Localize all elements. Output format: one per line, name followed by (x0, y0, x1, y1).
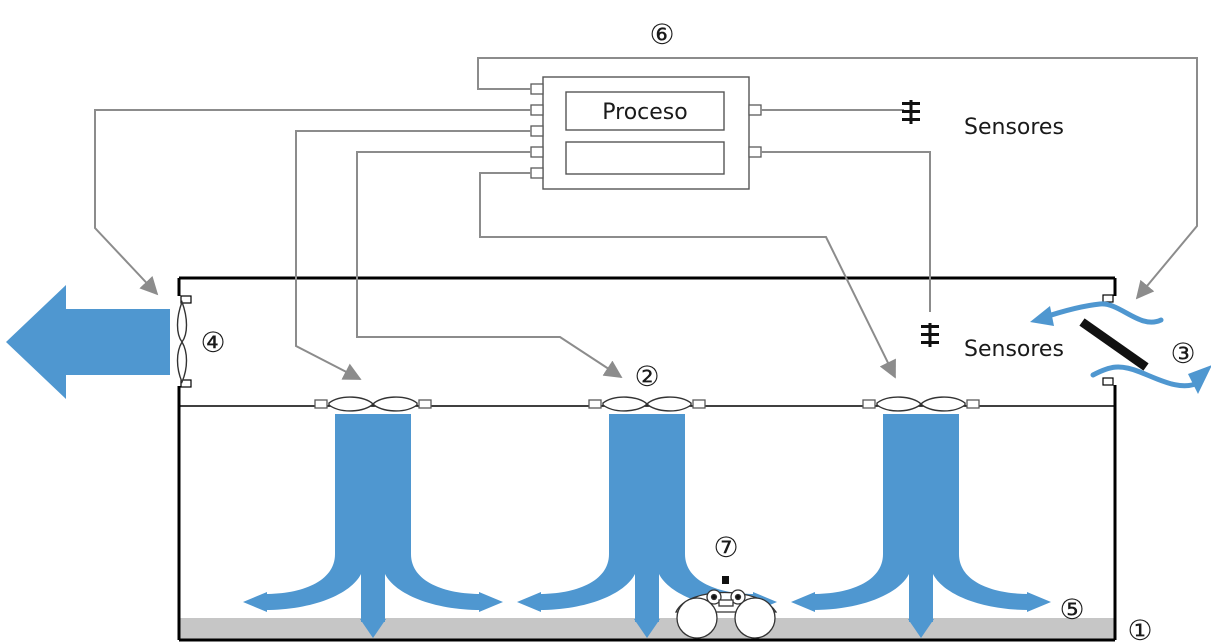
callout-air-flow: ⑤ (1059, 593, 1084, 626)
fan-icon (588, 396, 706, 412)
air-flow-plume (243, 414, 503, 638)
animal-icon (674, 576, 778, 639)
sensors-room-label: Sensores (964, 337, 1064, 362)
controller-process-label: Proceso (602, 100, 687, 125)
callout-exhaust-fan: ④ (200, 326, 225, 359)
air-flow-plume (791, 414, 1051, 638)
exhaust-fan-icon (176, 300, 188, 384)
callout-floor: ① (1127, 614, 1152, 644)
control-wiring (94, 57, 1198, 380)
callout-control-system: ⑥ (649, 18, 674, 51)
controller-box (530, 76, 762, 190)
air-inlet-icon (1030, 301, 1211, 394)
callout-animal: ⑦ (713, 531, 738, 564)
sensor-icon (921, 323, 939, 347)
callout-circulation-fans: ② (634, 360, 659, 393)
exhaust-arrow-icon (6, 285, 170, 399)
fan-icon (862, 396, 980, 412)
fan-icon (314, 396, 432, 412)
sensor-icon (902, 100, 920, 124)
sensors-top-label: Sensores (964, 115, 1064, 140)
callout-air-inlet: ③ (1170, 337, 1195, 370)
